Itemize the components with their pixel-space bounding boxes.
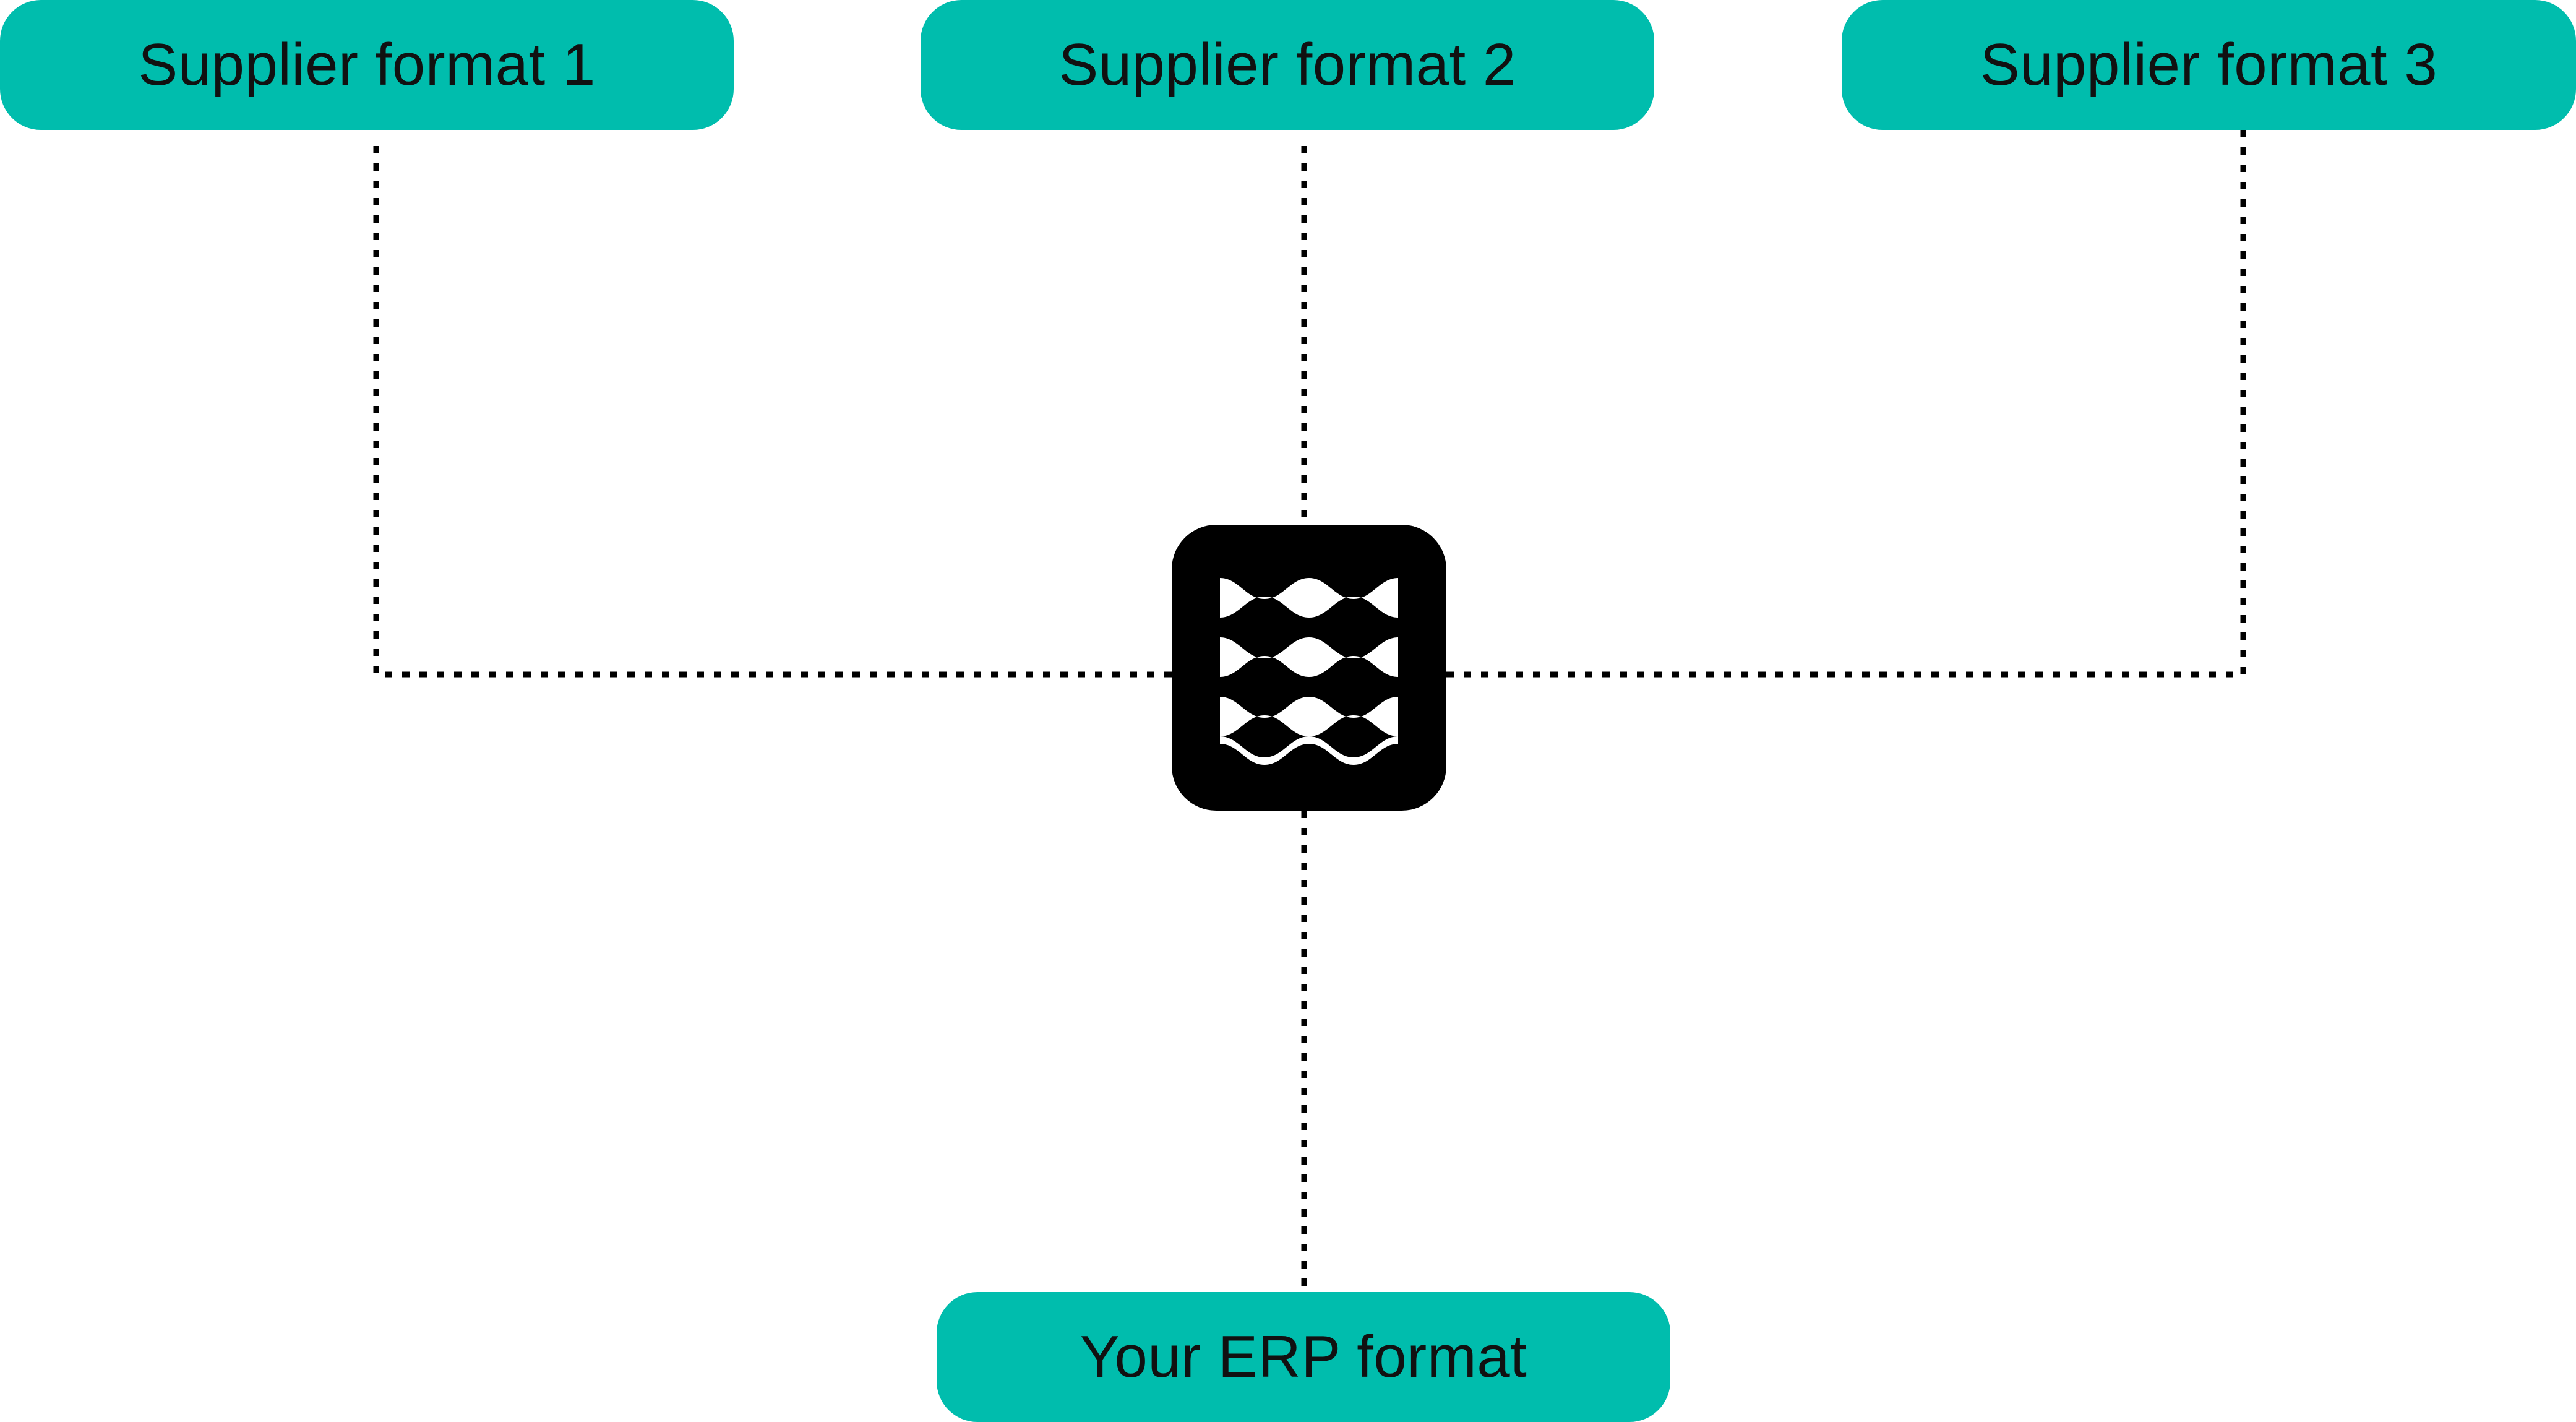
connector-supplier-3 xyxy=(1446,130,2246,678)
supplier-format-2-label: Supplier format 2 xyxy=(1058,32,1516,98)
supplier-format-3-label: Supplier format 3 xyxy=(1980,32,2438,98)
erp-format-node: Your ERP format xyxy=(937,1292,1670,1422)
supplier-format-1-label: Supplier format 1 xyxy=(138,32,596,98)
connector-supplier-1 xyxy=(373,146,1172,678)
supplier-format-3-node: Supplier format 3 xyxy=(1842,0,2576,130)
supplier-format-2-node: Supplier format 2 xyxy=(921,0,1654,130)
erp-format-label: Your ERP format xyxy=(1080,1324,1527,1390)
waves-icon xyxy=(1220,578,1398,765)
supplier-format-1-node: Supplier format 1 xyxy=(0,0,734,130)
hub-logo xyxy=(1172,525,1446,811)
